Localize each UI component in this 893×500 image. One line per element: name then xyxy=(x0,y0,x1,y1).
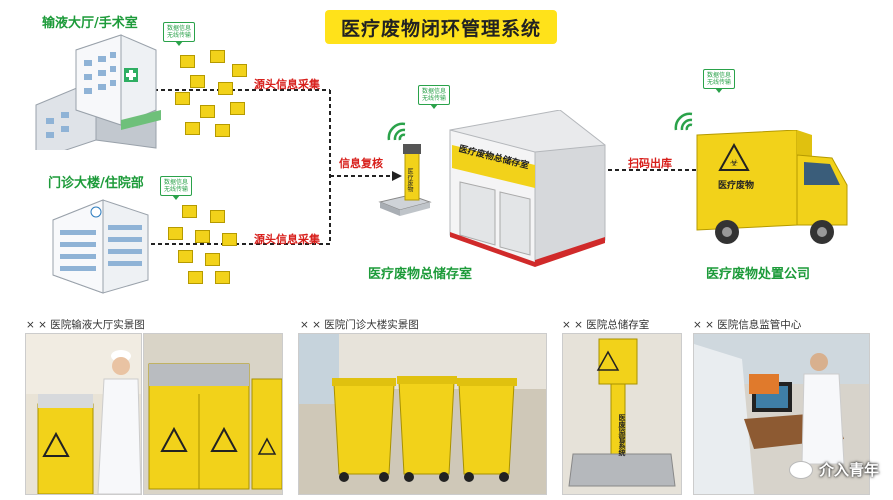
caption-monitoring-center-photo: × × 医院信息监管中心 xyxy=(693,319,802,331)
waste-bag-icon xyxy=(188,271,203,284)
diagram-title: 医疗废物闭环管理系统 xyxy=(325,10,557,44)
disposal-truck-icon: ☣ xyxy=(696,130,848,244)
wireless-tag-line2: 无线传输 xyxy=(167,32,192,39)
waste-bag-icon xyxy=(218,82,233,95)
wireless-tag-line1: 数据信息 xyxy=(164,179,189,186)
label-info-review: 信息复核 xyxy=(339,157,383,170)
waste-bag-icon xyxy=(178,250,193,263)
photo-scale-sign: 医废监管系统 xyxy=(618,414,626,456)
caption-storage-photo: × × 医院总储存室 xyxy=(562,319,650,331)
wireless-tag-line1: 数据信息 xyxy=(707,72,732,79)
waste-bag-icon xyxy=(182,205,197,218)
waste-bag-icon xyxy=(200,105,215,118)
scale-sign-text: 医疗废物 xyxy=(406,168,413,192)
photo-outpatient-bins xyxy=(298,333,547,495)
waste-bags-bottom xyxy=(160,205,250,290)
waste-bag-icon xyxy=(215,124,230,137)
photo-monitoring-center xyxy=(693,333,870,495)
wireless-tag-line2: 无线传输 xyxy=(707,79,732,86)
waste-bag-icon xyxy=(190,75,205,88)
weighing-scale-icon xyxy=(378,144,432,216)
wireless-tag-truck: 数据信息 无线传输 xyxy=(703,69,736,93)
wifi-icon xyxy=(674,112,693,131)
waste-bag-icon xyxy=(222,233,237,246)
wireless-tag-top: 数据信息 无线传输 xyxy=(163,22,196,46)
waste-bags-top xyxy=(170,50,260,140)
waste-bag-icon xyxy=(215,271,230,284)
waste-bag-icon xyxy=(168,227,183,240)
hospital-building-icon xyxy=(35,34,161,150)
wechat-icon xyxy=(788,460,813,479)
waste-bag-icon xyxy=(210,50,225,63)
label-disposal-company: 医疗废物处置公司 xyxy=(706,267,811,282)
truck-sign: 医疗废物 xyxy=(718,181,755,191)
outpatient-building-icon xyxy=(52,199,149,294)
waste-bag-icon xyxy=(205,253,220,266)
caption-outpatient-photo: × × 医院门诊大楼实景图 xyxy=(300,319,419,331)
wireless-tag-storage: 数据信息 无线传输 xyxy=(418,85,451,109)
wifi-icon xyxy=(387,122,406,141)
photo-infusion-hall-right xyxy=(143,333,283,495)
watermark: 介入青年 xyxy=(788,459,879,480)
watermark-text: 介入青年 xyxy=(818,461,879,479)
svg-text:☣: ☣ xyxy=(730,158,739,169)
waste-bag-icon xyxy=(230,102,245,115)
waste-bag-icon xyxy=(185,122,200,135)
storage-building-icon xyxy=(449,110,606,267)
wireless-tag-line2: 无线传输 xyxy=(164,186,189,193)
label-outpatient: 门诊大楼/住院部 xyxy=(48,176,144,191)
wireless-tag-line1: 数据信息 xyxy=(167,25,192,32)
wireless-tag-line1: 数据信息 xyxy=(422,88,447,95)
caption-infusion-hall-photo: × × 医院输液大厅实景图 xyxy=(26,319,145,331)
photo-storage-scale: 医废监管系统 xyxy=(562,333,682,495)
waste-bag-icon xyxy=(175,92,190,105)
label-source-collect-top: 源头信息采集 xyxy=(254,78,320,91)
label-infusion-hall: 输液大厅/手术室 xyxy=(42,16,138,31)
label-scan-out: 扫码出库 xyxy=(628,157,672,170)
wireless-tag-line2: 无线传输 xyxy=(422,95,447,102)
waste-bag-icon xyxy=(210,210,225,223)
waste-bag-icon xyxy=(180,55,195,68)
photo-infusion-hall-left xyxy=(25,333,142,495)
label-storage-room: 医疗废物总储存室 xyxy=(368,267,473,282)
waste-bag-icon xyxy=(232,64,247,77)
waste-bag-icon xyxy=(195,230,210,243)
label-source-collect-bottom: 源头信息采集 xyxy=(254,233,320,246)
wireless-tag-bottom: 数据信息 无线传输 xyxy=(160,176,193,200)
